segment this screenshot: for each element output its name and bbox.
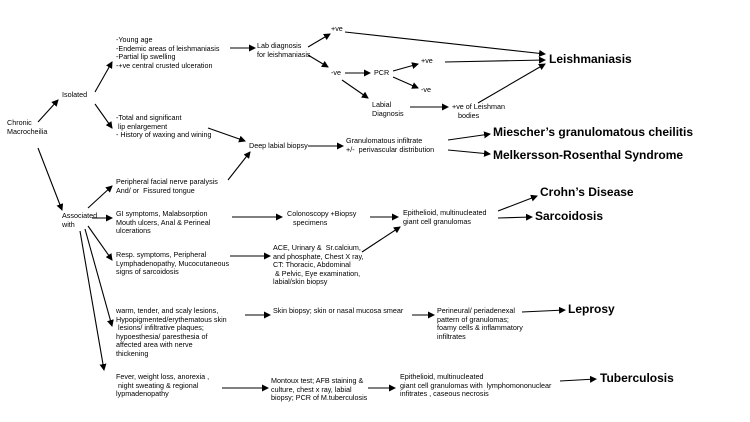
arrow-pcr-to-pos [392,62,419,72]
diagnosis-crohns: Crohn’s Disease [540,185,634,199]
arrow-assoc-to-tb [79,230,107,371]
node-labial-diagnosis: Labial Diagnosis [372,100,404,118]
label-negative-2: -ve [421,85,431,94]
diagnosis-tuberculosis: Tuberculosis [600,371,674,385]
arrow-root-to-associated [37,147,64,211]
arrow-epithelioid2-to-tb [559,375,597,383]
diagnosis-melkersson-rosenthal: Melkersson-Rosenthal Syndrome [493,148,684,162]
node-isolated-features-2: -Total and significant lip enlargement -… [116,113,212,140]
node-ace-tests: ACE, Urinary & Sr.calcium, and phosphate… [273,243,364,287]
node-isolated: Isolated [62,90,88,99]
arrow-neg1-to-labial [341,79,369,99]
node-leprosy-signs: warm, tender, and scaly lesions, Hypopig… [116,306,227,358]
label-positive-2: +ve [421,56,433,65]
node-pcr: PCR [374,68,390,77]
arrow-gran-to-melkersson [447,149,491,157]
node-deep-labial-biopsy: Deep labial biopsy [249,141,308,150]
node-colonoscopy: Colonoscopy +Biopsy specimens [287,209,357,227]
arrow-assoc-to-facial [87,185,113,209]
node-skin-biopsy: Skin biopsy; skin or nasal mucosa smear [273,306,404,315]
node-perineural-pattern: Perineural/ periadenexal pattern of gran… [437,306,523,341]
node-tb-signs: Fever, weight loss, anorexia , night swe… [116,372,210,399]
arrow-assoc-to-leprosy [84,228,114,327]
diagnosis-sarcoidosis: Sarcoidosis [535,209,604,223]
arrow-pcr-to-neg [392,76,419,89]
label-negative-1: -ve [331,68,341,77]
diagnosis-miescher: Miescher’s granulomatous cheilitis [493,125,694,139]
arrow-gran-to-miescher [447,131,491,141]
arrow-epithelioid-to-crohn [497,194,538,212]
arrow-lab-to-pos [307,33,331,48]
arrow-leishman-to-leishmaniasis [477,63,546,104]
node-isolated-features-1: -Young age -Endemic areas of leishmanias… [116,35,220,70]
arrow-assoc-to-resp [87,225,113,261]
node-montoux-test: Montoux test; AFB staining & culture, ch… [271,376,368,403]
node-epithelioid-granulomas-1: Epithelioid, multinucleated giant cell g… [403,208,487,226]
arrow-root-to-isolated [37,99,59,123]
node-gi-symptoms: GI symptoms, Malabsorption Mouth ulcers,… [116,209,211,236]
node-facial-nerve: Peripheral facial nerve paralysis And/ o… [116,177,218,195]
diagnosis-leprosy: Leprosy [568,302,615,316]
arrow-facial-to-biopsy [227,151,251,181]
arrow-pos-to-leishmaniasis [344,31,546,57]
node-lab-diagnosis: Lab diagnosis for leishmaniasis [257,41,311,59]
node-positive-leishman-bodies: +ve of Leishman bodies [452,102,505,120]
node-chronic-macrocheilia: Chronic Macrocheilia [7,118,48,136]
arrow-isolated-to-group2 [94,103,113,129]
arrow-perineural-to-leprosy [521,306,566,314]
arrow-pos2-to-leishmaniasis [444,56,546,64]
label-positive-1: +ve [331,24,343,33]
node-associated: Associated with [62,211,98,229]
node-resp-symptoms: Resp. symptoms, Peripheral Lymphadenopat… [116,250,230,277]
arrow-lab-to-neg [307,54,329,68]
arrow-group2-to-biopsy [207,127,246,143]
arrow-isolated-to-group1 [94,61,113,93]
arrow-epithelioid-to-sarcoidosis [497,213,533,221]
arrow-ace-to-epithelioid [361,226,401,253]
node-granulomatous-infiltrate: Granulomatous infiltrate +/- perivascula… [346,136,435,154]
diagnosis-leishmaniasis: Leishmaniasis [549,52,632,66]
node-epithelioid-granulomas-2: Epithelioid, multinucleated giant cell g… [400,372,552,399]
